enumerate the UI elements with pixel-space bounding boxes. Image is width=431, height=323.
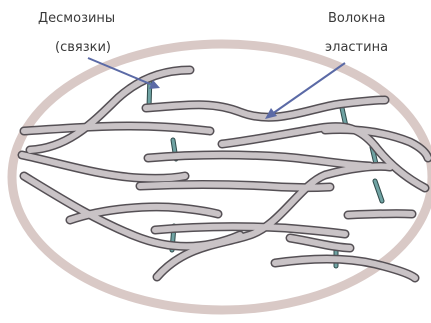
elastin-fiber-fill bbox=[152, 223, 348, 237]
fibers-fill-group bbox=[19, 67, 431, 281]
desmosines-label-subtitle: (связки) bbox=[55, 40, 111, 55]
elastin-fiber-fill bbox=[67, 203, 221, 223]
tissue-ellipse bbox=[7, 39, 431, 315]
elastin-fibers-label: Волокна bbox=[328, 11, 386, 26]
elastin-fiber-fill bbox=[137, 181, 333, 191]
crosslink-fill bbox=[373, 179, 384, 203]
elastin-fiber-fill bbox=[219, 123, 428, 191]
elastin-fiber-fill bbox=[287, 235, 353, 251]
elastin-fiber-fill bbox=[143, 97, 388, 121]
elastin-fibers-label-line2: эластина bbox=[325, 40, 389, 55]
elastin-fiber-fill bbox=[27, 67, 193, 153]
elastin-fiber-fill bbox=[345, 210, 415, 218]
arrow-icon bbox=[87, 57, 160, 89]
elastin-fiber-fill bbox=[272, 256, 418, 281]
elastin-fiber-fill bbox=[154, 163, 393, 280]
elastin-fiber-fill bbox=[19, 152, 188, 182]
desmosines-label: Десмозины bbox=[38, 11, 116, 26]
elastin-fiber-fill bbox=[21, 122, 213, 134]
arrow-icon bbox=[265, 62, 346, 119]
elastin-fiber-fill bbox=[145, 151, 373, 169]
